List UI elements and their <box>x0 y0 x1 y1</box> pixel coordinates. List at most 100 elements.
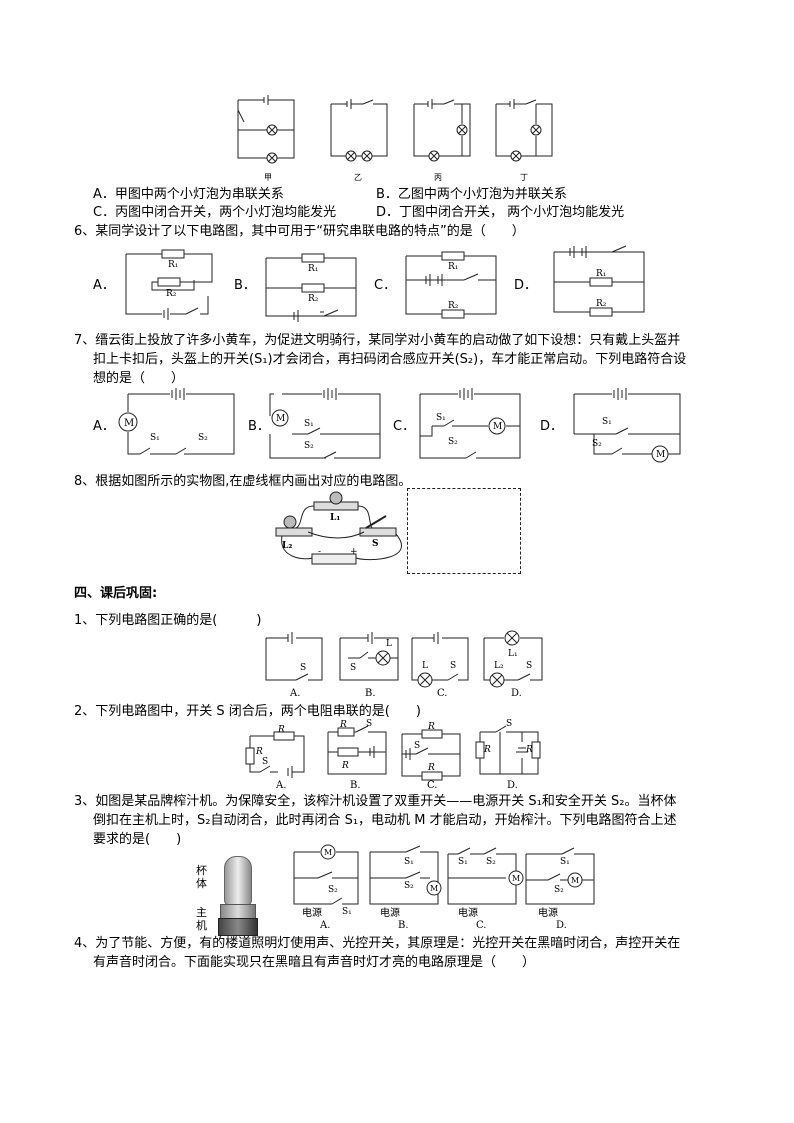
s4-q1-cap-a: A. <box>290 688 301 699</box>
s4-q3-power-a: 电源 <box>302 908 322 919</box>
svg-text:M: M <box>324 848 332 857</box>
svg-text:S₁: S₁ <box>458 857 468 867</box>
q6-stem: 6、某同学设计了以下电路图，其中可用于“研究串联电路的特点”的是（ ） <box>74 224 525 239</box>
svg-text:S₁: S₁ <box>560 857 570 867</box>
q8-label-l2: L₂ <box>282 541 292 551</box>
s4-q3-cap-c: C. <box>476 920 487 931</box>
svg-text:R₁: R₁ <box>596 269 606 279</box>
svg-text:S₂: S₂ <box>592 439 602 449</box>
s4-q1-circuit-a: S <box>265 632 323 681</box>
s4-q3-stem-line2: 倒扣在主机上时，S₂自动闭合，此时再闭合 S₁，电动机 M 才能启动，开始榨汁。… <box>93 813 677 828</box>
s4-q3-circuit-d: M S₁ S₂ <box>525 847 595 905</box>
svg-text:S₁: S₁ <box>436 413 446 423</box>
q5-label-ding: 丁 <box>520 173 528 182</box>
svg-text:M: M <box>276 414 285 424</box>
s4-q3-stem-line3: 要求的是( ) <box>93 832 182 847</box>
svg-text:-: - <box>318 547 321 557</box>
s4-q3-cap-b: B. <box>398 920 409 931</box>
s4-q2-cap-b: B. <box>350 780 361 791</box>
q6-option-a-label: A． <box>93 278 115 293</box>
svg-text:L₂: L₂ <box>494 661 504 671</box>
svg-text:S₁: S₁ <box>304 419 314 429</box>
q5-label-jia: 甲 <box>264 173 272 182</box>
svg-text:S₂: S₂ <box>486 857 496 867</box>
juicer-label-cup: 杯体 <box>196 864 207 890</box>
s4-q4-stem-line1: 4、为了节能、方便，有的楼道照明灯使用声、光控开关，其原理是：光控开关在黑暗时闭… <box>74 936 681 951</box>
svg-text:R₂: R₂ <box>166 289 177 299</box>
q7-circuit-d: M S₁ S₂ <box>573 388 681 463</box>
q5-figure-ding <box>495 99 553 162</box>
s4-q1-cap-b: B. <box>365 688 376 699</box>
svg-text:R₁: R₁ <box>168 260 178 270</box>
s4-q3-cap-a: A. <box>320 920 331 931</box>
svg-text:S: S <box>506 719 512 729</box>
svg-text:M: M <box>571 876 579 885</box>
svg-text:R: R <box>277 725 285 735</box>
s4-q3-power-c: 电源 <box>458 908 478 919</box>
svg-text:M: M <box>430 884 438 893</box>
q6-option-d-label: D． <box>514 278 538 293</box>
q7-circuit-b: M S₁ S₂ <box>269 388 381 459</box>
svg-text:S₂: S₂ <box>198 433 208 443</box>
svg-text:R₁: R₁ <box>448 262 458 272</box>
q5-label-yi: 乙 <box>354 173 362 182</box>
svg-text:L: L <box>386 639 392 649</box>
svg-text:R: R <box>339 720 347 730</box>
s4-q3-power-b: 电源 <box>380 908 400 919</box>
svg-text:S: S <box>414 741 420 751</box>
juicer-photo <box>210 852 270 936</box>
svg-text:S: S <box>526 661 532 671</box>
q6-option-c-label: C． <box>374 278 397 293</box>
s4-q1-stem: 1、下列电路图正确的是( ) <box>74 613 262 628</box>
q5-option-b: B．乙图中两个小灯泡为并联关系 <box>376 187 567 202</box>
svg-text:+: + <box>350 547 358 557</box>
svg-text:S: S <box>366 719 372 729</box>
q8-stem: 8、根据如图所示的实物图,在虚线框内画出对应的电路图。 <box>74 474 412 489</box>
q7-stem-line1: 7、缙云街上投放了许多小黄车，为促进文明骑行，某同学对小黄车的启动做了如下设想：… <box>74 333 681 348</box>
s4-q2-stem: 2、下列电路图中，开关 S 闭合后，两个电阻串联的是( ) <box>74 704 421 719</box>
q5-label-bing: 丙 <box>434 173 442 182</box>
s4-q2-circuit-b: SRR <box>327 719 387 775</box>
svg-text:M: M <box>656 450 665 460</box>
svg-text:R: R <box>255 747 263 757</box>
svg-text:R: R <box>525 745 533 755</box>
svg-text:M: M <box>493 422 502 432</box>
s4-q3-cap-d: D. <box>556 920 567 931</box>
svg-text:S: S <box>300 663 306 673</box>
q5-figure-jia <box>237 95 295 164</box>
svg-text:L: L <box>422 661 428 671</box>
s4-q2-circuit-c: RSR <box>401 722 461 781</box>
s4-q2-cap-c: C. <box>427 780 438 791</box>
s4-q3-stem-line1: 3、如图是某品牌榨汁机。为保障安全，该榨汁机设置了双重开关——电源开关 S₁和安… <box>74 794 677 809</box>
s4-q2-circuit-a: RRS <box>245 725 305 778</box>
q6-option-b-label: B． <box>234 278 256 293</box>
section4-title: 四、课后巩固: <box>74 586 158 601</box>
svg-text:R: R <box>427 722 435 732</box>
s4-q1-cap-d: D. <box>511 688 522 699</box>
s4-q4-stem-line2: 有声音时闭合。下面能实现只在黑暗且有声音时灯才亮的电路原理是（ ） <box>93 955 536 970</box>
q6-circuit-a: R₁ R₂ <box>125 249 213 320</box>
svg-text:S₂: S₂ <box>304 441 314 451</box>
q5-option-c: C．丙图中闭合开关，两个小灯泡均能发光 <box>93 205 337 220</box>
svg-text:S₂: S₂ <box>404 881 414 891</box>
s4-q2-cap-d: D. <box>507 780 518 791</box>
q8-answer-box[interactable] <box>407 488 521 574</box>
svg-text:S₁: S₁ <box>602 417 612 427</box>
q8-label-s: S <box>372 539 379 549</box>
svg-text:S: S <box>262 757 268 767</box>
svg-text:R₁: R₁ <box>308 264 318 274</box>
svg-text:S₂: S₂ <box>554 885 564 895</box>
s4-q1-cap-c: C. <box>437 688 448 699</box>
q5-option-d: D．丁图中闭合开关， 两个小灯泡均能发光 <box>376 205 625 220</box>
q5-option-a: A．甲图中两个小灯泡为串联关系 <box>93 187 284 202</box>
q7-option-b-label: B． <box>248 419 270 434</box>
svg-text:S: S <box>450 661 456 671</box>
